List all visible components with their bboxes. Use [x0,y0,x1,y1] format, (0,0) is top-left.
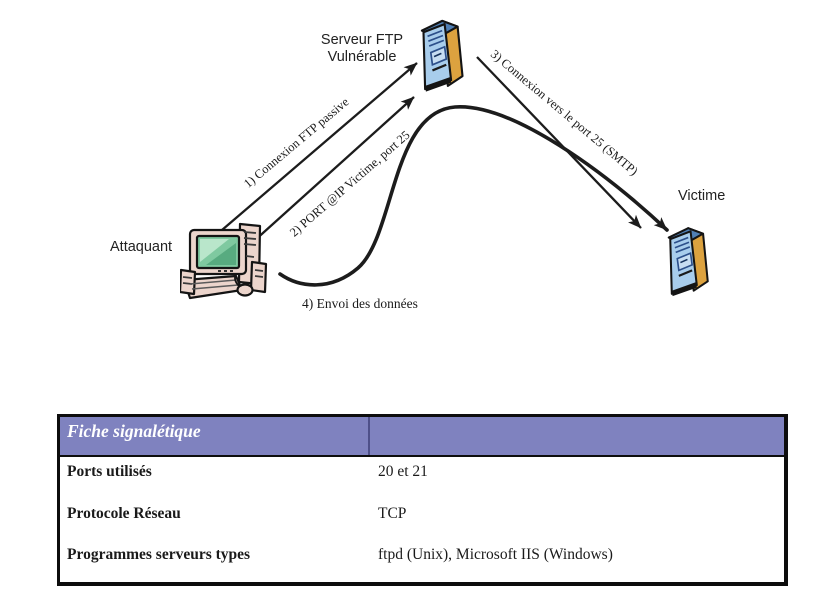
row-label-protocole: Protocole Réseau [67,505,181,522]
row-label-ports: Ports utilisés [67,463,152,480]
arrow-2-port-ip-victime [252,96,415,243]
row-label-programmes: Programmes serveurs types [67,546,251,563]
spec-table-header-row: Fiche signalétique [60,417,784,457]
ftp-server-label-line1: Serveur FTP [320,32,404,48]
victim-label: Victime [678,188,726,204]
arrow-1-connexion-ftp-passive [221,62,418,231]
row-value-programmes: ftpd (Unix), Microsoft IIS (Windows) [378,546,613,563]
table-row: Ports utilisés 20 et 21 [60,464,784,480]
table-row: Programmes serveurs types ftpd (Unix), M… [60,547,784,563]
spec-table-body: Ports utilisés 20 et 21 Protocole Réseau… [60,464,784,563]
attacker-desktop-computer-icon [180,222,268,300]
table-row: Protocole Réseau TCP [60,506,784,522]
arrows-layer [221,56,669,287]
ftp-bounce-attack-diagram: Serveur FTP Vulnérable Attaquant Victime… [110,19,726,311]
attacker-label: Attaquant [110,239,173,255]
arrow-3-connexion-port-25 [476,56,642,229]
arrow-4-envoi-donnees-curve [278,105,669,287]
row-value-protocole: TCP [378,505,407,522]
victim-tower-server-icon [667,227,709,297]
ftp-server-label-line2: Vulnérable [327,48,397,65]
ftp-server-label: Serveur FTP Vulnérable [312,32,412,65]
row-value-ports: 20 et 21 [378,463,428,480]
arrow-4-label: 4) Envoi des données [302,296,418,311]
spec-table-title: Fiche signalétique [67,421,201,441]
ftp-server-tower-server-icon [420,19,464,92]
spec-table-header-column-divider [368,417,370,455]
spec-table: Fiche signalétique Ports utilisés 20 et … [57,414,788,586]
